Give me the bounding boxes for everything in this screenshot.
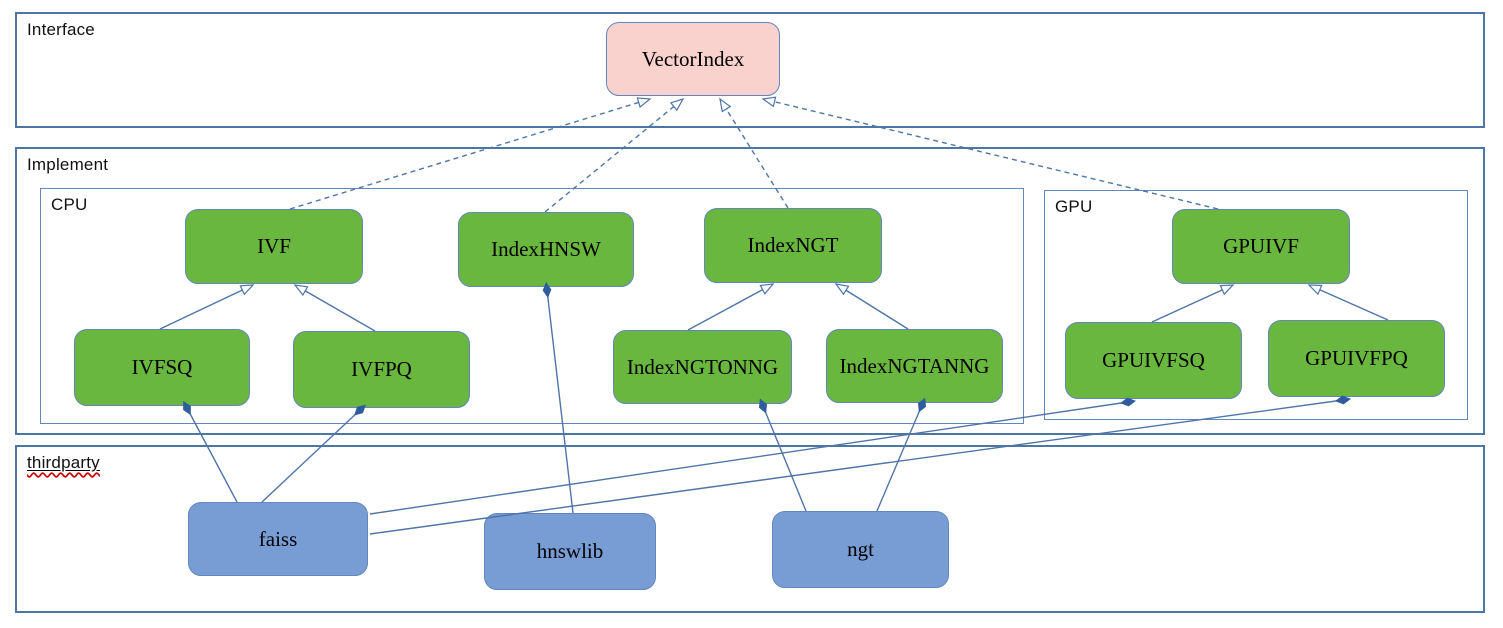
node-vectorindex[interactable]: VectorIndex [606,22,780,96]
node-faiss-label: faiss [258,526,298,551]
node-gpuivfpq-label: GPUIVFPQ [1305,346,1408,370]
node-ivfpq-label: IVFPQ [351,357,412,381]
container-interface-label: Interface [27,20,95,39]
node-hnswlib[interactable]: hnswlib [484,513,656,590]
node-ivf[interactable]: IVF [185,209,363,284]
node-gpuivfpq[interactable]: GPUIVFPQ [1268,320,1445,397]
node-ngt-label: ngt [847,537,874,561]
container-cpu-label: CPU [51,195,88,214]
container-gpu-label: GPU [1055,197,1093,216]
node-indexngtanng-label: IndexNGTANNG [839,353,990,378]
container-thirdparty-label: thirdparty [27,453,100,473]
node-gpuivf[interactable]: GPUIVF [1172,209,1350,284]
node-indexngtanng[interactable]: IndexNGTANNG [826,329,1003,403]
node-indexngtonng-label: IndexNGTONNG [626,354,779,379]
node-indexhnsw-label: IndexHNSW [491,237,601,261]
node-ivf-label: IVF [257,234,291,258]
node-indexhnsw[interactable]: IndexHNSW [458,212,634,287]
node-vectorindex-label: VectorIndex [641,46,745,71]
node-ngt[interactable]: ngt [772,511,949,588]
node-ivfpq[interactable]: IVFPQ [293,331,470,408]
node-faiss[interactable]: faiss [188,502,368,576]
node-indexngt[interactable]: IndexNGT [704,208,882,283]
node-ivfsq-label: IVFSQ [131,355,193,379]
node-indexngt-label: IndexNGT [747,233,839,257]
node-hnswlib-label: hnswlib [536,539,604,563]
node-gpuivfsq[interactable]: GPUIVFSQ [1065,322,1242,399]
node-ivfsq[interactable]: IVFSQ [74,329,250,406]
container-thirdparty-label-text: thirdparty [27,453,100,472]
node-indexngtonng[interactable]: IndexNGTONNG [613,330,792,404]
node-gpuivf-label: GPUIVF [1223,234,1299,258]
node-gpuivfsq-label: GPUIVFSQ [1102,348,1205,372]
container-implement-label: Implement [27,155,109,174]
